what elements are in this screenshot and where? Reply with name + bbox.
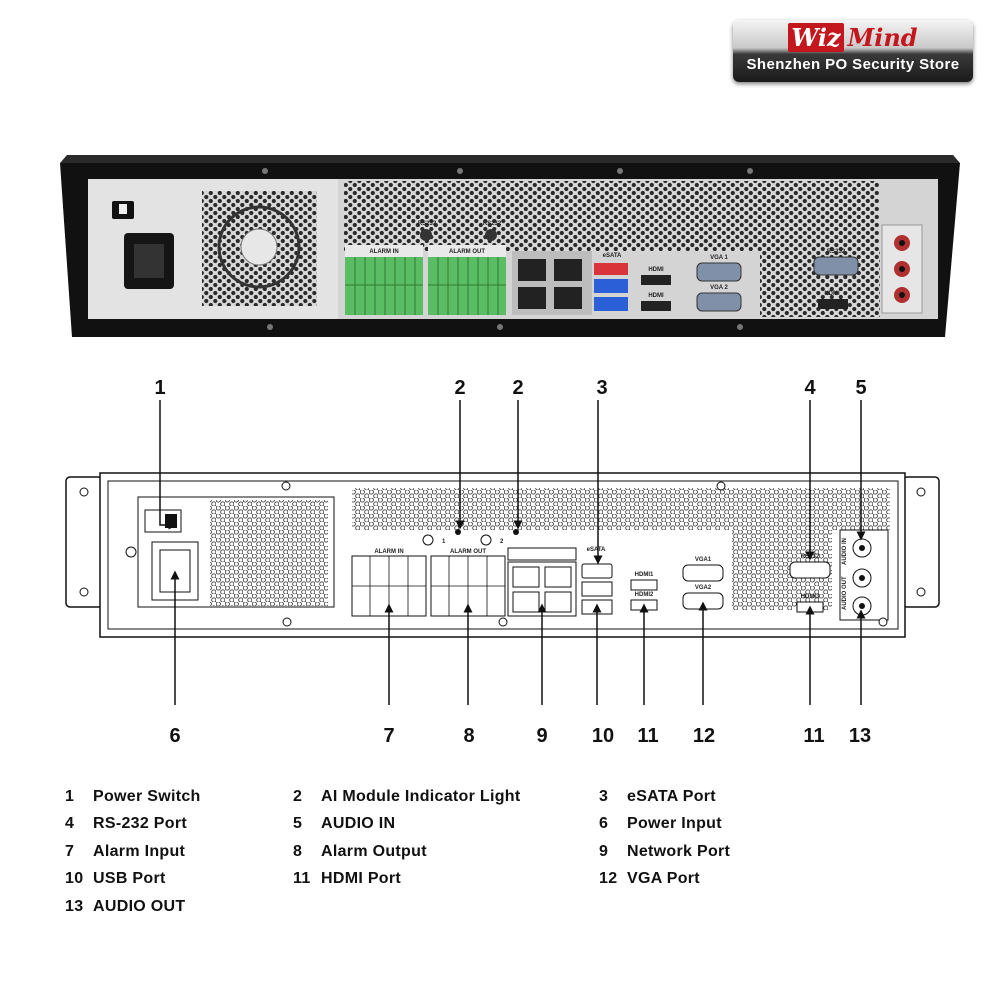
legend-num: 11	[293, 870, 311, 887]
store-name: Shenzhen PO Security Store	[746, 56, 960, 73]
rs232-port[interactable]	[813, 256, 859, 276]
photo-label-alarm-in: ALARM IN	[369, 249, 398, 255]
legend-item: 3 eSATA Port	[599, 788, 716, 806]
legend-item: 13 AUDIO OUT	[65, 898, 185, 916]
legend-label: Alarm Output	[321, 843, 427, 860]
legend-label: RS-232 Port	[93, 815, 187, 832]
photo-label-rs232-port: RS232	[827, 249, 846, 255]
legend-item: 11 HDMI Port	[293, 870, 401, 888]
diagram-label-audio-out: AUDIO OUT	[842, 576, 848, 610]
legend-label: AUDIO IN	[321, 815, 396, 832]
esata-port[interactable]	[594, 263, 628, 275]
legend-label: USB Port	[93, 870, 166, 887]
diagram-label-alarm-in: ALARM IN	[374, 549, 403, 555]
photo-label-alarm-out: ALARM OUT	[449, 249, 485, 255]
legend-item: 7 Alarm Input	[65, 843, 185, 861]
legend-label: VGA Port	[627, 870, 700, 887]
callout-10: 10	[592, 725, 614, 747]
callout-1: 1	[154, 377, 165, 399]
callout-2b: 2	[512, 377, 523, 399]
photo-label-hdmi1: HDMI	[648, 267, 664, 273]
legend-num: 6	[599, 815, 609, 832]
photo-label-esata: eSATA	[603, 253, 622, 259]
callout-13: 13	[849, 725, 871, 747]
diagram-label-hdmi3: HDMI3	[801, 594, 820, 600]
legend-label: Alarm Input	[93, 843, 186, 860]
legend-num: 12	[599, 870, 618, 887]
diagram-led-label-2: 2	[500, 539, 504, 545]
callout-11a: 11	[637, 725, 658, 747]
legend-label: AUDIO OUT	[93, 898, 186, 915]
legend-item: 8 Alarm Output	[293, 843, 427, 861]
callout-11b: 11	[803, 725, 824, 747]
legend-label: Power Input	[627, 815, 722, 832]
legend-item: 5 AUDIO IN	[293, 815, 395, 833]
brand-logo-wiz: Wiz	[788, 23, 844, 52]
legend-num: 7	[65, 843, 75, 860]
callout-5: 5	[855, 377, 866, 399]
alarm-in-terminal[interactable]	[345, 257, 423, 315]
photo-label-rs232-b: RS232	[483, 221, 502, 227]
vga-port-2[interactable]	[696, 292, 742, 312]
callout-6: 6	[169, 725, 180, 747]
legend-label: Power Switch	[93, 788, 201, 805]
ai-led-1	[455, 529, 461, 535]
diagram-led-label-1: 1	[442, 539, 446, 545]
callout-line-1	[159, 400, 178, 530]
diagram-label-hdmi1: HDMI1	[635, 572, 654, 578]
legend-num: 4	[65, 815, 75, 832]
ai-led-2	[513, 529, 519, 535]
alarm-out-terminal[interactable]	[428, 257, 506, 315]
callout-12: 12	[693, 725, 715, 747]
legend-num: 9	[599, 843, 609, 860]
legend-num: 2	[293, 788, 303, 805]
legend-num: 13	[65, 898, 84, 915]
legend-label: Network Port	[627, 843, 731, 860]
diagram-label-alarm-out: ALARM OUT	[450, 549, 486, 555]
usb-port-1[interactable]	[594, 279, 628, 293]
photo-label-vga1: VGA 1	[710, 255, 728, 261]
diagram-label-vga2: VGA2	[695, 585, 712, 591]
ventilation-grille	[344, 181, 879, 251]
legend-item: 12 VGA Port	[599, 870, 700, 888]
rear-panel-diagram: ALARM IN ALARM OUT 1 2 eSATA HDMI1 HDMI2…	[65, 377, 940, 747]
nvr-photo: ALARM IN ALARM OUT RS232 RS232 eSATA HDM…	[60, 155, 960, 337]
hdmi-port-3[interactable]	[818, 299, 848, 309]
diagram-label-hdmi2: HDMI2	[635, 592, 654, 598]
callout-2a: 2	[454, 377, 465, 399]
usb-port-2[interactable]	[594, 297, 628, 311]
legend-item: 6 Power Input	[599, 815, 722, 833]
callout-4: 4	[804, 377, 816, 399]
callout-8: 8	[463, 725, 474, 747]
legend-label: eSATA Port	[627, 788, 716, 805]
legend-num: 8	[293, 843, 303, 860]
legend-item: 4 RS-232 Port	[65, 815, 187, 833]
diagram-label-audio-in: AUDIO IN	[842, 538, 848, 565]
hdmi-port-2[interactable]	[641, 301, 671, 311]
photo-label-vga2: VGA 2	[710, 285, 728, 291]
hdmi-port-1[interactable]	[641, 275, 671, 285]
brand-logo-mind: Mind	[847, 23, 918, 52]
legend-num: 3	[599, 788, 609, 805]
legend-item: 1 Power Switch	[65, 788, 201, 806]
callout-3: 3	[596, 377, 607, 399]
vga-port-1[interactable]	[696, 262, 742, 282]
legend-num: 10	[65, 870, 84, 887]
callout-9: 9	[536, 725, 547, 747]
diagram-label-esata: eSATA	[587, 547, 606, 553]
photo-label-hdmi3: HDMI	[824, 291, 840, 297]
legend-item: 10 USB Port	[65, 870, 166, 888]
callout-7: 7	[383, 725, 394, 747]
photo-label-rs232-a: RS232	[418, 221, 437, 227]
legend-item: 2 AI Module Indicator Light	[293, 788, 520, 806]
photo-label-hdmi2: HDMI	[648, 293, 664, 299]
diagram-label-vga1: VGA1	[695, 557, 712, 563]
legend-label: AI Module Indicator Light	[321, 788, 521, 805]
legend-num: 1	[65, 788, 75, 805]
legend-num: 5	[293, 815, 303, 832]
legend-item: 9 Network Port	[599, 843, 730, 861]
legend-label: HDMI Port	[321, 870, 402, 887]
